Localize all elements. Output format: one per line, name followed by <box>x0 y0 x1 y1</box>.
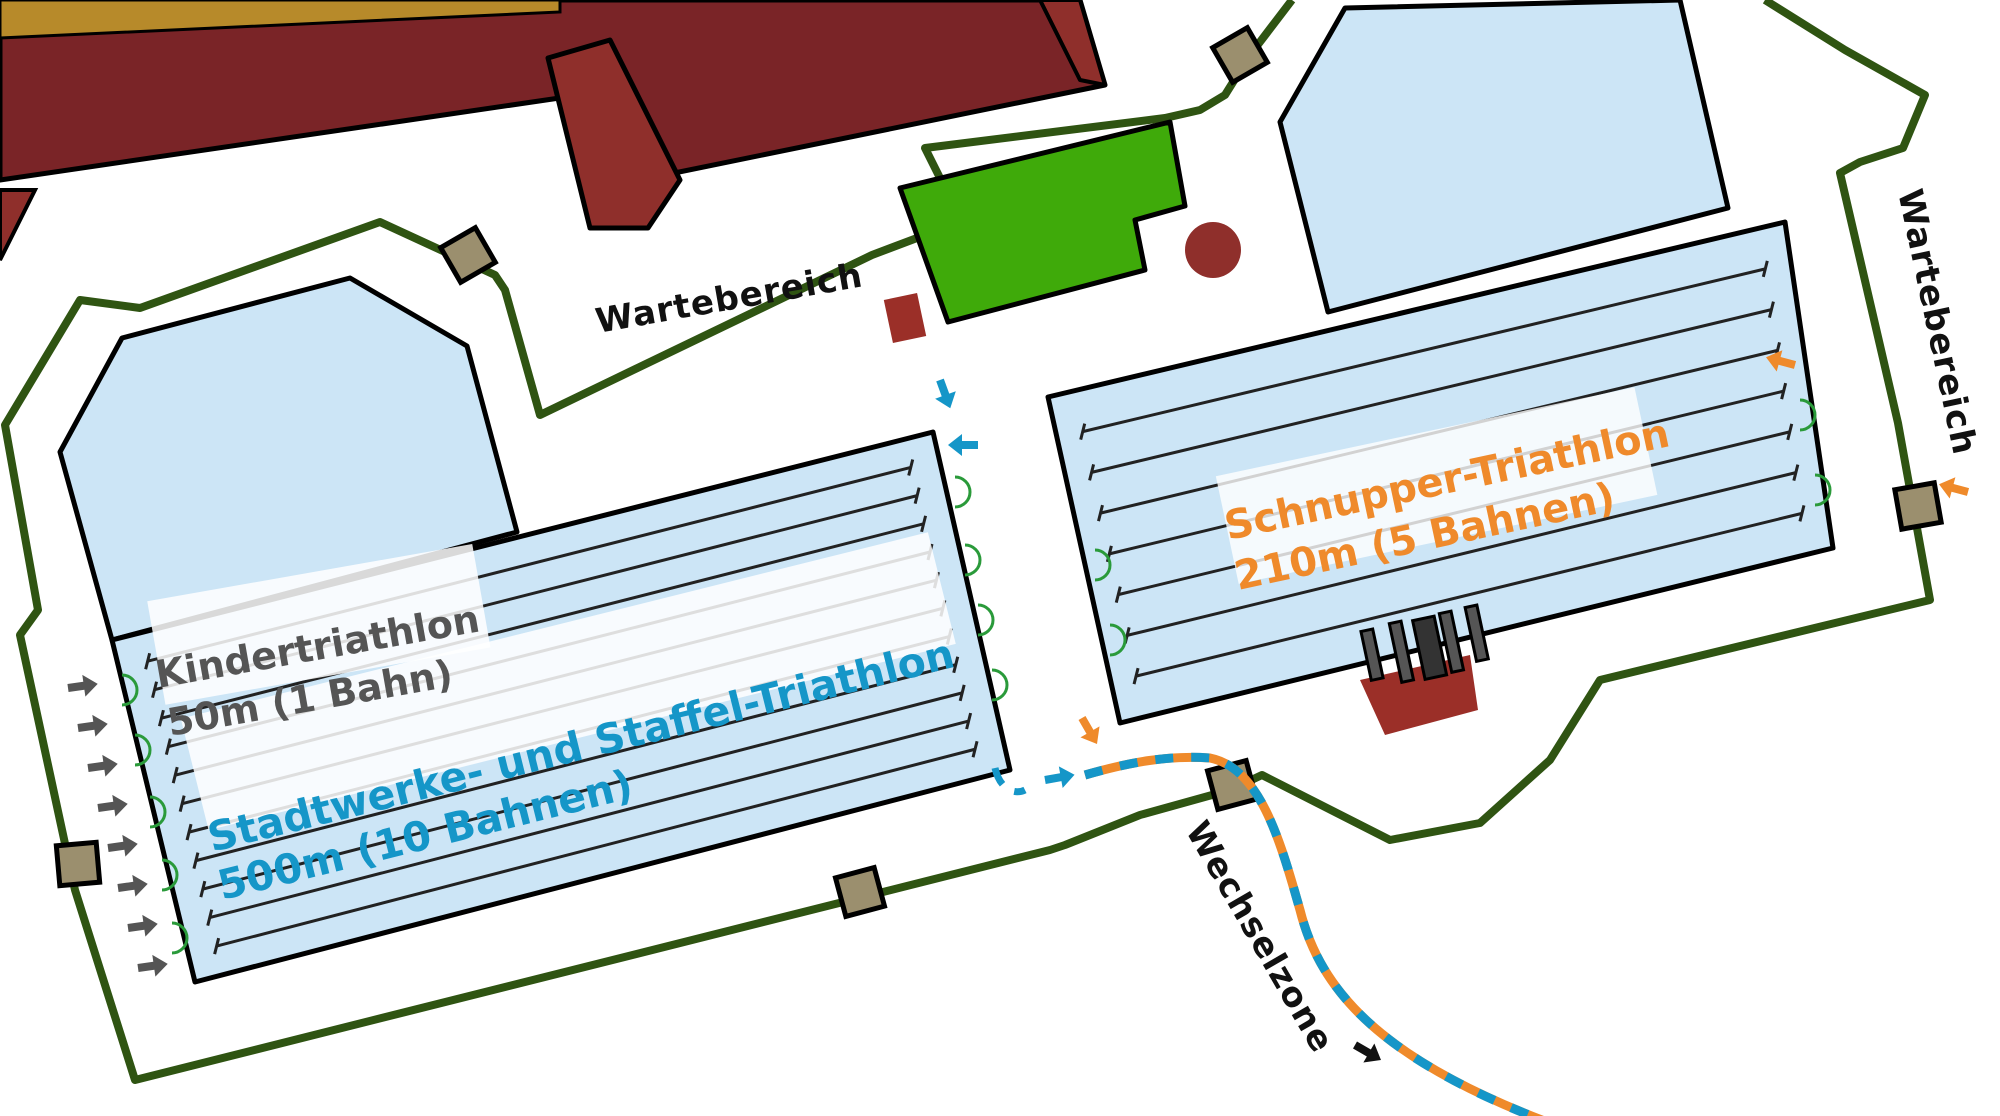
main-label-bg <box>180 532 956 831</box>
turn-loop-icon <box>161 858 179 892</box>
lane-end-tick <box>144 652 152 670</box>
right-basin <box>1277 0 1731 315</box>
lane-end-tick <box>920 515 928 533</box>
lane-end-tick <box>164 738 172 756</box>
lane-line <box>1135 511 1803 678</box>
lane-end-tick <box>1798 505 1806 522</box>
lane-end-tick <box>213 937 221 955</box>
lawn <box>897 119 1188 325</box>
arrow-right-icon <box>126 912 160 939</box>
turn-loop-icon <box>1799 398 1817 432</box>
start-marker <box>883 292 927 344</box>
lane-end-tick <box>971 740 979 758</box>
lane-end-tick <box>965 712 973 730</box>
lane-line <box>202 691 963 891</box>
lane-end-tick <box>157 709 165 727</box>
waiting-area-left-label: Wartebereich <box>593 255 866 341</box>
turn-loop-icon <box>149 795 167 829</box>
arrow-right-icon <box>96 792 130 819</box>
lane-end-tick <box>192 852 200 869</box>
lane-end-tick <box>952 656 960 674</box>
lane-end-tick <box>1767 301 1775 318</box>
turn-loop-icon <box>991 668 1009 702</box>
lane-end-tick <box>199 880 207 898</box>
lane-end-tick <box>1088 464 1096 481</box>
lane-line <box>195 663 957 863</box>
turn-loop-icon <box>1094 548 1112 582</box>
turn-loop-icon <box>964 543 982 577</box>
lane-end-tick <box>1786 423 1794 441</box>
route-to-transition <box>991 752 1545 1116</box>
lane-line <box>161 522 924 720</box>
lane-end-tick <box>151 681 158 699</box>
tree-circle <box>1185 222 1241 278</box>
gate-square-icon <box>53 24 1945 920</box>
kids-label-bg <box>147 543 491 705</box>
lane-end-tick <box>1079 423 1087 440</box>
turn-loop-icon <box>134 733 152 767</box>
arrow-right-icon <box>66 672 100 699</box>
arrow-right-icon <box>76 712 110 739</box>
turn-loop-icon <box>954 475 972 509</box>
starting-block-icon <box>1359 603 1491 735</box>
lane-end-tick <box>1761 260 1769 278</box>
waiting-area-right-label: Wartebereich <box>1889 186 1984 459</box>
lane-line <box>216 747 976 948</box>
turn-loop-icon <box>121 673 139 707</box>
lane-end-tick <box>178 795 186 813</box>
arrow-right-icon <box>136 952 170 979</box>
turn-loop-icon <box>171 921 189 955</box>
transition-arrow-icon <box>1349 1035 1387 1070</box>
turn-loop-icon <box>977 603 995 637</box>
building <box>0 0 1108 261</box>
lane-end-tick <box>1114 586 1122 603</box>
lane-line <box>209 719 969 920</box>
taster-label-bg <box>1215 387 1658 584</box>
lane-end-tick <box>185 823 193 841</box>
arrow-right-icon <box>106 832 140 859</box>
lane-end-tick <box>1097 504 1104 522</box>
arrow-right-icon <box>86 752 120 779</box>
turn-loop-icon <box>1109 623 1127 657</box>
lane-end-tick <box>1132 667 1140 685</box>
lane-end-tick <box>171 766 179 784</box>
lane-end-tick <box>958 684 966 702</box>
lane-end-tick <box>1792 464 1800 481</box>
lane-line <box>1082 267 1766 434</box>
arrow-right-icon <box>116 872 150 899</box>
lane-end-tick <box>907 459 915 476</box>
lane-line <box>1126 471 1797 637</box>
transition-zone-label: Wechselzone <box>1177 815 1342 1060</box>
lane-line <box>1091 308 1772 474</box>
lane-end-tick <box>1780 382 1788 400</box>
lane-end-tick <box>913 487 921 505</box>
turn-loop-icon <box>1814 473 1832 507</box>
turn-loop-icon <box>121 398 1832 955</box>
lane-end-tick <box>206 909 214 926</box>
